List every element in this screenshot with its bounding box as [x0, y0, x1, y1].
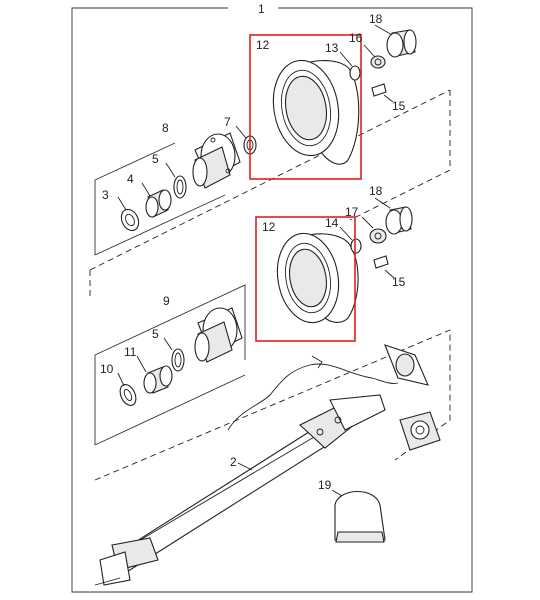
part-3-washer	[120, 208, 140, 232]
upper-connector-plate	[384, 344, 429, 386]
hub-upper	[192, 132, 241, 189]
callout-18-upper: 18	[369, 12, 383, 26]
callout-11: 11	[124, 345, 137, 359]
part-11-bearing	[143, 365, 173, 394]
part-10-washer	[119, 384, 137, 406]
callout-16: 16	[349, 31, 363, 45]
assembly-guide-upper	[89, 89, 451, 300]
subassembly-box-8	[94, 142, 226, 256]
wire-lead	[311, 355, 323, 369]
part-2-column-shaft	[109, 394, 386, 576]
callout-10: 10	[100, 362, 114, 376]
hub-lower	[194, 307, 243, 363]
callout-8: 8	[162, 121, 169, 135]
part-12-drum-upper	[272, 59, 360, 165]
callout-5-lower: 5	[152, 327, 159, 341]
callout-3: 3	[102, 188, 109, 202]
callout-12-lower: 12	[262, 220, 276, 234]
part-15-bolt-upper	[371, 83, 387, 97]
assembly-guide-lower	[94, 329, 451, 481]
part-12-drum-lower	[276, 232, 359, 324]
part-13-ring	[349, 65, 361, 81]
callout-1: 1	[258, 2, 265, 16]
callout-14: 14	[325, 216, 339, 230]
part-17-nut	[369, 228, 387, 244]
subassembly-box-9	[94, 284, 246, 446]
outer-frame	[71, 7, 473, 593]
callout-5-upper: 5	[152, 152, 159, 166]
part-16-nut	[370, 55, 386, 69]
callout-17: 17	[345, 205, 359, 219]
part-5-ring-lower	[171, 348, 185, 372]
power-steering-motor	[399, 411, 441, 451]
wire-harness	[227, 363, 399, 431]
part-19-boot	[334, 491, 386, 543]
callout-15-upper: 15	[392, 99, 406, 113]
callout-13: 13	[325, 41, 339, 55]
part-14-ring	[350, 238, 362, 254]
callout-19: 19	[318, 478, 332, 492]
callout-4: 4	[127, 172, 134, 186]
part-18-cap-lower	[385, 206, 413, 235]
callout-18-lower: 18	[369, 184, 383, 198]
callout-7: 7	[224, 115, 231, 129]
part-15-bolt-lower	[373, 255, 389, 269]
highlight-box-upper	[249, 34, 362, 180]
callout-15-lower: 15	[392, 275, 406, 289]
part-4-bearing	[145, 189, 172, 218]
highlight-box-lower	[255, 216, 356, 342]
lower-universal-joint	[94, 537, 159, 586]
part-18-cap-upper	[386, 29, 417, 58]
callout-12-upper: 12	[256, 38, 270, 52]
callout-2: 2	[230, 455, 237, 469]
part-5-ring-upper	[173, 175, 187, 199]
leader-lines	[117, 24, 395, 497]
callout-9: 9	[163, 294, 170, 308]
